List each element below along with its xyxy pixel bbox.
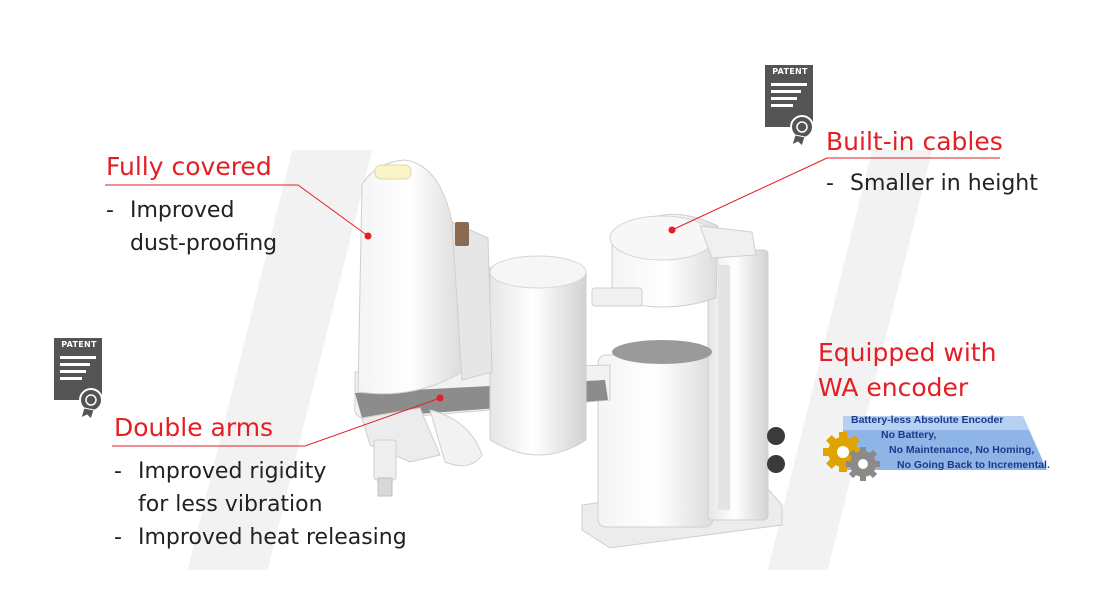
feature-title: Fully covered (106, 152, 272, 181)
feature-wa-encoder: Equipped with WA encoder (818, 335, 996, 405)
encoder-badge-line: No Going Back to Incremental. (897, 459, 1050, 471)
encoder-badge-line: No Maintenance, No Homing, (889, 444, 1035, 456)
patent-label: PATENT (61, 340, 97, 349)
encoder-badge-title: Battery-less Absolute Encoder (851, 414, 1004, 426)
patent-certificate-icon: PATENT (765, 65, 815, 147)
encoder-badge: Battery-less Absolute Encoder No Battery… (815, 408, 1055, 486)
feature-bullet: -Improved rigidity for less vibration (114, 459, 327, 517)
robot-body (354, 159, 785, 549)
feature-double-arms: Double arms -Improved rigidity for less … (114, 413, 407, 554)
patent-certificate-icon: PATENT (54, 338, 104, 420)
feature-title: Double arms (114, 413, 274, 442)
feature-title: Built-in cables (826, 127, 1003, 156)
feature-bullet: -Smaller in height (826, 171, 1038, 196)
callout-lines (105, 157, 1000, 447)
patent-label: PATENT (772, 67, 808, 76)
encoder-badge-line: No Battery, (881, 429, 937, 441)
feature-bullet: -Improved heat releasing (114, 525, 407, 550)
feature-fully-covered: Fully covered -Improved dust-proofing (106, 152, 277, 260)
feature-bullet: -Improved dust-proofing (106, 198, 278, 256)
callout-dots (364, 226, 676, 402)
feature-title: Equipped with WA encoder (818, 338, 997, 402)
feature-built-in-cables: Built-in cables -Smaller in height (826, 127, 1038, 200)
